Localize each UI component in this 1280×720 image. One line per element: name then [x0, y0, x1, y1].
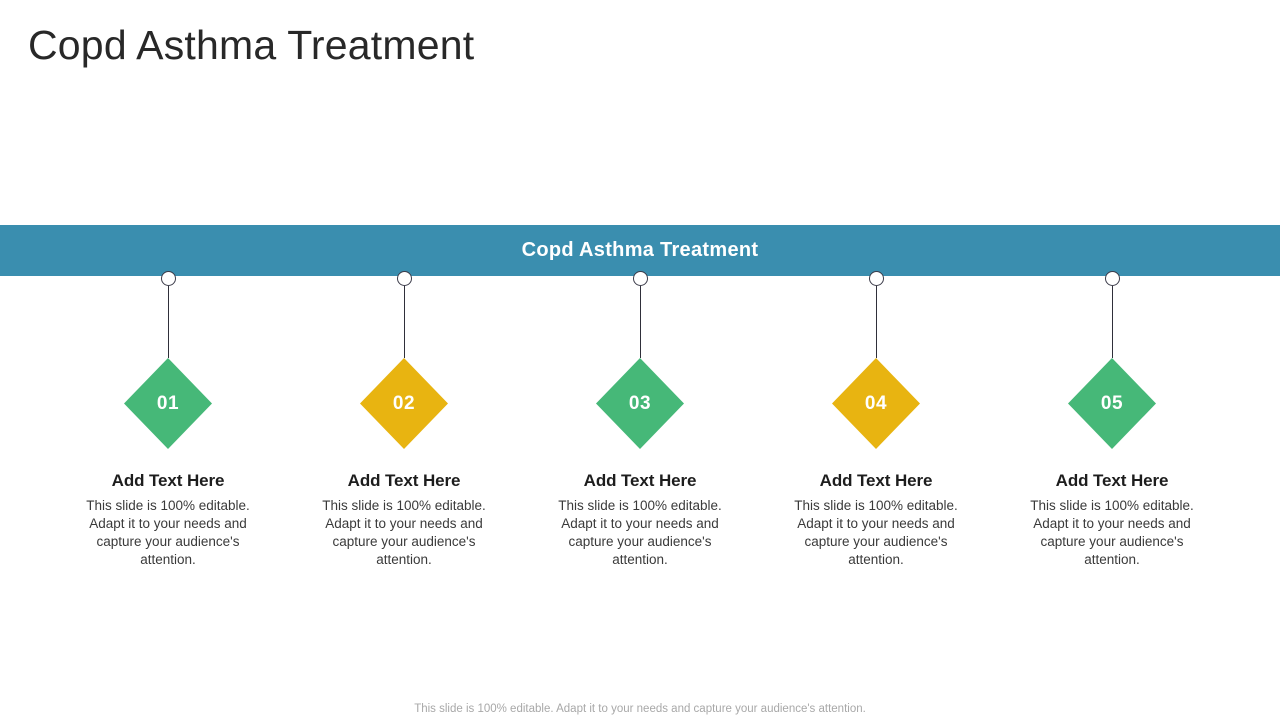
connector-line — [167, 286, 169, 358]
node-circle-icon — [160, 271, 176, 286]
diamond-number: 02 — [392, 392, 416, 414]
node-circle-icon — [1104, 271, 1120, 286]
section-banner: Copd Asthma Treatment — [0, 225, 1280, 276]
node-circle-icon — [632, 271, 648, 286]
item-heading: Add Text Here — [111, 471, 225, 490]
diamond-badge[interactable]: 05 — [1068, 358, 1156, 449]
timeline-item-04[interactable]: 04 Add Text Here This slide is 100% edit… — [758, 268, 994, 569]
item-heading: Add Text Here — [583, 471, 697, 490]
page-title: Copd Asthma Treatment — [28, 22, 475, 68]
item-body: This slide is 100% editable. Adapt it to… — [558, 498, 722, 567]
diamond-number: 04 — [864, 392, 888, 414]
item-body: This slide is 100% editable. Adapt it to… — [86, 498, 250, 567]
diamond-badge[interactable]: 01 — [124, 358, 212, 449]
item-heading: Add Text Here — [1055, 471, 1169, 490]
timeline-item-02[interactable]: 02 Add Text Here This slide is 100% edit… — [286, 268, 522, 569]
diamond-number: 03 — [628, 392, 652, 414]
timeline-item-05[interactable]: 05 Add Text Here This slide is 100% edit… — [994, 268, 1230, 569]
connector-line — [403, 286, 405, 358]
node-circle-icon — [396, 271, 412, 286]
diamond-number: 01 — [156, 392, 180, 414]
item-heading: Add Text Here — [347, 471, 461, 490]
timeline-item-03[interactable]: 03 Add Text Here This slide is 100% edit… — [522, 268, 758, 569]
connector-line — [875, 286, 877, 358]
connector-line — [1111, 286, 1113, 358]
diamond-badge[interactable]: 03 — [596, 358, 684, 449]
banner-title: Copd Asthma Treatment — [521, 239, 759, 261]
diamond-badge[interactable]: 04 — [832, 358, 920, 449]
connector-line — [639, 286, 641, 358]
node-circle-icon — [868, 271, 884, 286]
footer-note: This slide is 100% editable. Adapt it to… — [414, 703, 866, 715]
item-body: This slide is 100% editable. Adapt it to… — [794, 498, 958, 567]
item-body: This slide is 100% editable. Adapt it to… — [1030, 498, 1194, 567]
diamond-badge[interactable]: 02 — [360, 358, 448, 449]
timeline-item-01[interactable]: 01 Add Text Here This slide is 100% edit… — [50, 268, 286, 569]
diamond-number: 05 — [1100, 392, 1124, 414]
timeline-row: 01 Add Text Here This slide is 100% edit… — [0, 268, 1280, 568]
item-heading: Add Text Here — [819, 471, 933, 490]
item-body: This slide is 100% editable. Adapt it to… — [322, 498, 486, 567]
